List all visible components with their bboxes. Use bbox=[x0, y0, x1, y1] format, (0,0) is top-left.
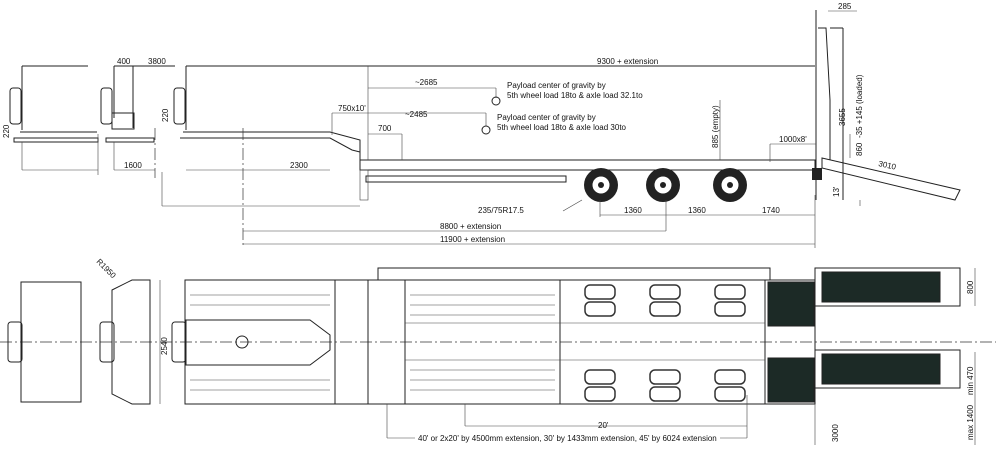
cog2-text-line1: Payload center of gravity by bbox=[497, 113, 596, 122]
ramp-gap-max-label: max 1400 bbox=[966, 404, 975, 440]
ramp-angle-label: 13' bbox=[832, 186, 841, 197]
axle-spacing-1-label: 1360 bbox=[624, 206, 642, 215]
cog1-distance-label: ~2685 bbox=[415, 78, 438, 87]
top-view: R1950 2540 bbox=[0, 257, 996, 445]
rear-deck-height-label: 860 bbox=[855, 142, 864, 156]
total-length-label: 11900 + extension bbox=[440, 235, 505, 244]
trailer-side bbox=[161, 10, 961, 246]
rear-width-label: 3000 bbox=[831, 424, 840, 442]
rear-overhang-label: 1740 bbox=[762, 206, 780, 215]
kingpin-height-2-label: 220 bbox=[161, 108, 170, 122]
cog2-distance-label: ~2485 bbox=[405, 110, 428, 119]
side-view: 220 400 3800 1600 bbox=[2, 2, 961, 248]
gooseneck-ramp-label: 750x10' bbox=[338, 104, 366, 113]
deck-slats bbox=[190, 294, 555, 391]
ramp-gap-min-label: min 470 bbox=[966, 366, 975, 395]
kingpin-height-1-label: 220 bbox=[2, 124, 11, 138]
front-overhang-label: 1600 bbox=[124, 161, 142, 170]
container-text-label: 40' or 2x20' by 4500mm extension, 30' by… bbox=[418, 434, 717, 443]
axle-spacing-2-label: 1360 bbox=[688, 206, 706, 215]
wheel-3 bbox=[713, 168, 747, 202]
front-width-1-label: 400 bbox=[117, 57, 131, 66]
cog1-text-line2: 5th wheel load 18to & axle load 32.1to bbox=[507, 91, 643, 100]
rear-ramp-label: 1000x8' bbox=[779, 135, 807, 144]
width-label: 2540 bbox=[160, 337, 169, 355]
front-width-2-label: 3800 bbox=[148, 57, 166, 66]
overall-length-label: 9300 + extension bbox=[597, 57, 658, 66]
ramp-length-label: 3010 bbox=[878, 159, 898, 172]
tyre-label: 235/75R17.5 bbox=[478, 206, 524, 215]
ramp-width-label: 800 bbox=[966, 280, 975, 294]
wheel-1 bbox=[584, 168, 618, 202]
deck-height-empty-label: 885 (empty) bbox=[711, 105, 720, 148]
container-20-label: 20' bbox=[598, 421, 609, 430]
deck-tolerance-label: -35 +145 (loaded) bbox=[855, 74, 864, 138]
wheelbase-label: 8800 + extension bbox=[440, 222, 501, 231]
swing-radius-label: R1950 bbox=[95, 257, 118, 280]
front-profile-1 bbox=[9, 65, 99, 175]
front-profile-2 bbox=[100, 65, 175, 178]
cog2-text-line2: 5th wheel load 18to & axle load 30to bbox=[497, 123, 627, 132]
cog1-text-line1: Payload center of gravity by bbox=[507, 81, 606, 90]
wheel-2 bbox=[646, 168, 680, 202]
kingpin-to-step-label: 2300 bbox=[290, 161, 308, 170]
total-height-label: 3655 bbox=[838, 108, 847, 126]
rear-upper-width-label: 285 bbox=[838, 2, 852, 11]
step-height-label: 700 bbox=[378, 124, 392, 133]
axle-tyres bbox=[584, 284, 746, 402]
